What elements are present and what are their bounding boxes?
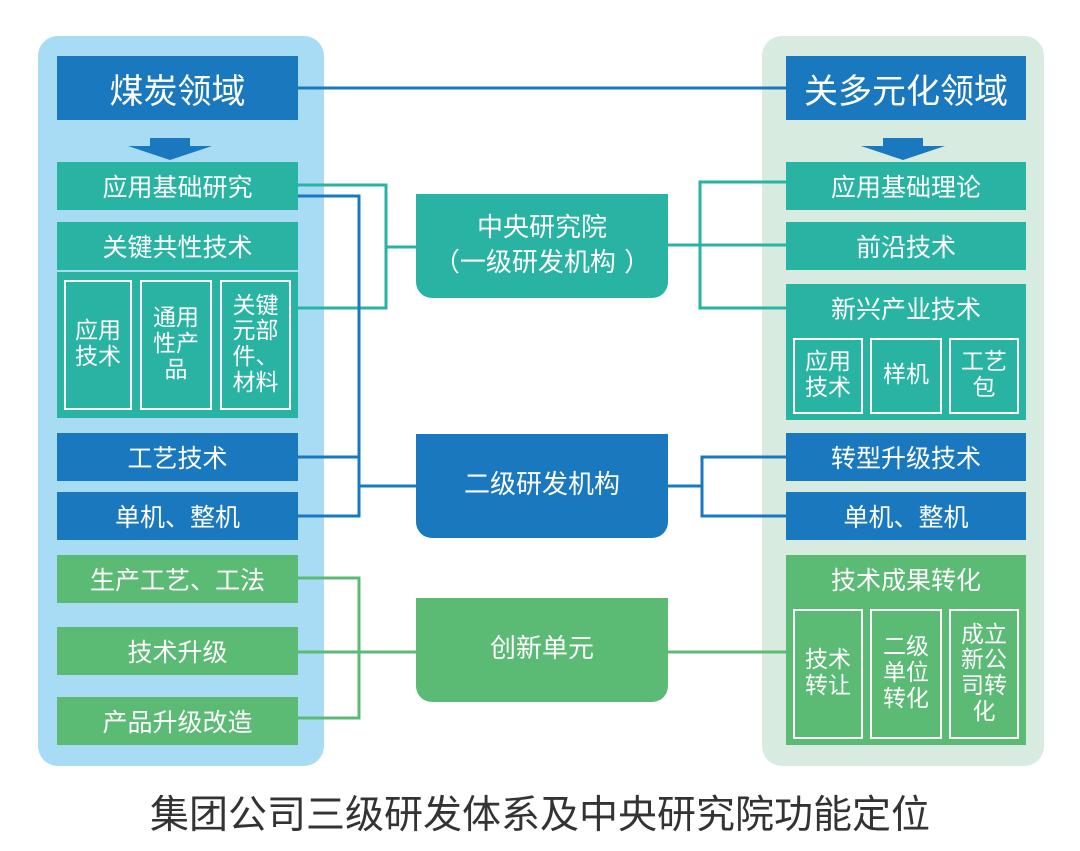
left-down-arrow-icon bbox=[128, 138, 212, 160]
left-single-whole-machine: 单机、整机 bbox=[57, 492, 298, 540]
sub-item-applied-technology: 应用 技术 bbox=[75, 318, 121, 370]
tech-achievement-subgroup: 技术 转让 二级 单位 转化 成立 新公 司转 化 bbox=[786, 603, 1026, 745]
sub-item-general-product: 通用 性产 品 bbox=[153, 305, 199, 383]
right-down-arrow-icon bbox=[861, 138, 945, 160]
sub-item-process-package: 工艺 包 bbox=[961, 349, 1007, 401]
tech-achievement-transformation: 技术成果转化 bbox=[786, 555, 1026, 603]
sub-item-prototype: 样机 bbox=[883, 362, 929, 389]
process-technology: 工艺技术 bbox=[57, 433, 298, 481]
sub-item-tech-transfer: 技术 转让 bbox=[805, 647, 851, 699]
right-single-whole-machine: 单机、整机 bbox=[786, 492, 1026, 540]
emerging-industry-technology: 新兴产业技术 bbox=[786, 284, 1026, 332]
emerging-tech-subgroup: 应用 技术 样机 工艺 包 bbox=[786, 332, 1026, 420]
blue-left-bracket bbox=[298, 194, 361, 518]
sub-item-key-components: 关键 元部 件、 材料 bbox=[232, 292, 279, 396]
key-common-technology: 关键共性技术 bbox=[57, 222, 298, 270]
transformation-upgrade-technology: 转型升级技术 bbox=[786, 433, 1026, 481]
product-upgrade: 产品升级改造 bbox=[57, 697, 298, 745]
sub-item-new-company-transform: 成立 新公 司转 化 bbox=[961, 621, 1007, 725]
key-common-tech-subgroup: 应用 技术 通用 性产 品 关键 元部 件、 材料 bbox=[57, 272, 298, 418]
blue-right-bracket bbox=[700, 455, 786, 518]
frontier-technology: 前沿技术 bbox=[786, 222, 1026, 270]
innovation-unit: 创新单元 bbox=[416, 598, 668, 702]
sub-item-secondary-unit-transform: 二级 单位 转化 bbox=[883, 634, 929, 712]
applied-basic-theory: 应用基础理论 bbox=[786, 162, 1026, 210]
teal-left-bracket bbox=[298, 183, 388, 310]
technology-upgrade: 技术升级 bbox=[57, 627, 298, 675]
diagram-caption: 集团公司三级研发体系及中央研究院功能定位 bbox=[149, 793, 930, 838]
applied-basic-research: 应用基础研究 bbox=[57, 162, 298, 210]
coal-domain-title: 煤炭领域 bbox=[57, 56, 298, 120]
secondary-rd-institution: 二级研发机构 bbox=[416, 434, 668, 538]
green-left-bracket bbox=[298, 576, 361, 720]
central-research-institute: 中央研究院 （一级研发机构 ） bbox=[416, 194, 668, 298]
diversified-domain-title: 关多元化领域 bbox=[786, 56, 1026, 120]
production-process-method: 生产工艺、工法 bbox=[57, 555, 298, 603]
sub-item-applied-technology-right: 应用 技术 bbox=[805, 349, 851, 401]
